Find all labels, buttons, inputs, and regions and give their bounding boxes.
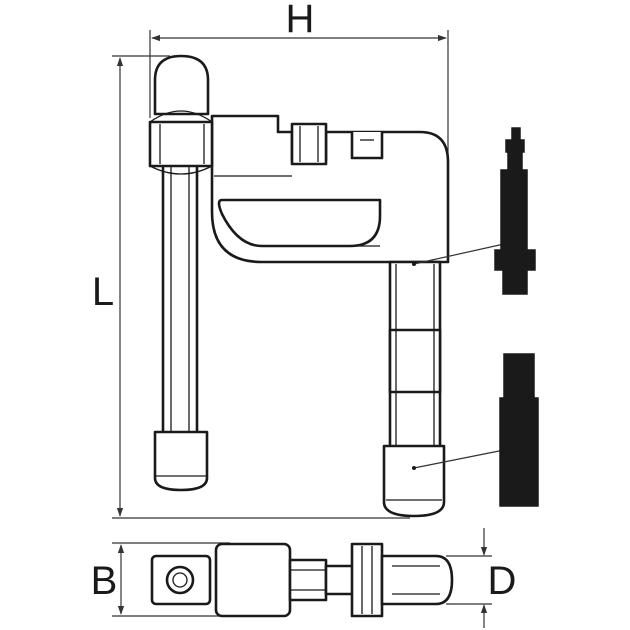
dimension-h: H [149, 0, 449, 155]
handle-collar [148, 110, 214, 175]
screw-handle [382, 260, 446, 518]
dimension-l: L [92, 55, 410, 519]
dimension-d-label: D [488, 559, 517, 603]
handle-top-cap [153, 54, 210, 116]
tool-body [210, 114, 450, 264]
dimension-b-label: B [91, 559, 118, 603]
dimension-h-label: H [286, 0, 315, 41]
dimension-d: D [446, 528, 516, 628]
top-view-thread [288, 558, 328, 602]
dimension-l-label: L [92, 270, 114, 314]
dimension-b: B [91, 542, 230, 617]
spare-pin [494, 127, 536, 295]
top-view-hole [165, 565, 195, 595]
top-view [150, 542, 454, 618]
knurled-grip [388, 328, 442, 394]
screw-handle-cap [382, 444, 446, 518]
top-view-body [214, 542, 292, 618]
handle-bar [153, 54, 210, 492]
spare-sleeve [499, 353, 539, 507]
top-view-nose [380, 554, 454, 606]
leader-lines [412, 243, 505, 470]
handle-bottom-cap [153, 430, 209, 492]
